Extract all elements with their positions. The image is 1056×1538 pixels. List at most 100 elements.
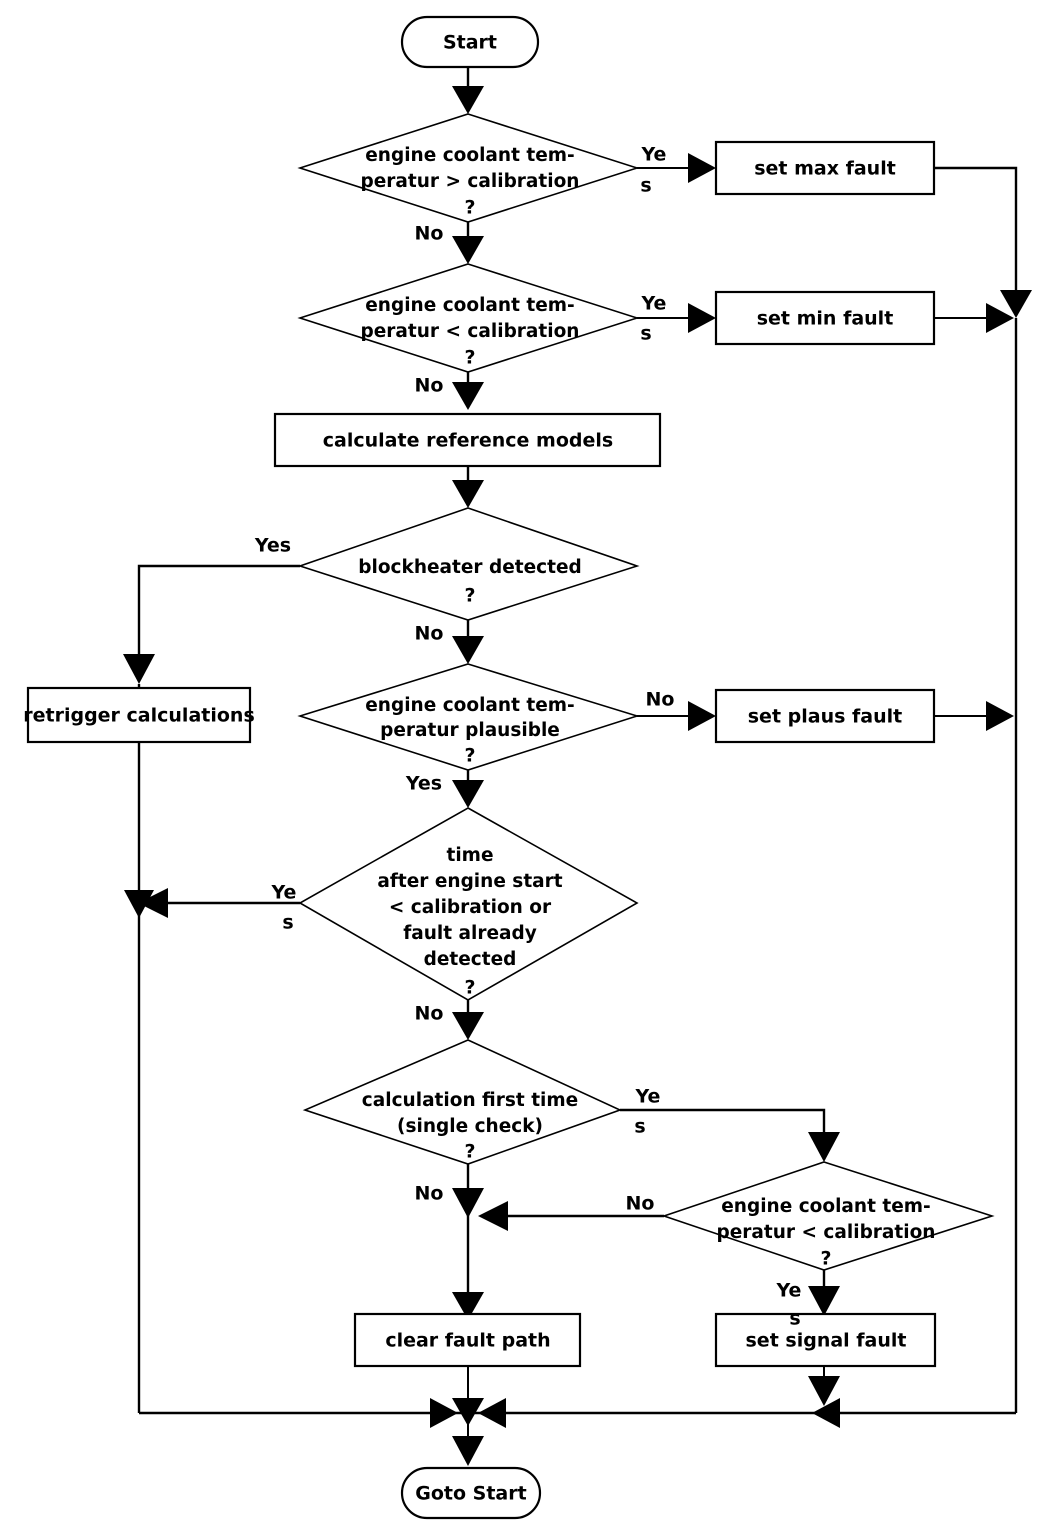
edge-dec-first-yes — [620, 1108, 840, 1162]
svg-text:Ye: Ye — [776, 1280, 802, 1302]
svg-text:No: No — [415, 223, 444, 245]
svg-text:Ye: Ye — [641, 144, 667, 166]
edge-dec-max-no — [452, 222, 484, 264]
node-set-plaus-fault[interactable]: set plaus fault — [714, 688, 936, 744]
edge-label-dec-min-yes: Ye s — [640, 293, 666, 345]
edge-label-dec-block-yes: Yes — [254, 535, 291, 557]
svg-text:Ye: Ye — [635, 1086, 661, 1108]
svg-text:s: s — [640, 175, 651, 197]
edge-dec-first-no — [452, 1164, 484, 1320]
svg-text:No: No — [415, 623, 444, 645]
edge-label-dec-cal2-no: No — [626, 1193, 655, 1215]
node-goto-start-label: Goto Start — [415, 1483, 526, 1505]
node-set-min-fault[interactable]: set min fault — [714, 290, 936, 346]
edge-label-dec-block-no: No — [415, 623, 444, 645]
edge-label-dec-first-no: No — [415, 1183, 444, 1205]
node-set-plaus-fault-label: set plaus fault — [748, 706, 903, 728]
svg-text:Yes: Yes — [405, 773, 442, 795]
node-start-label: Start — [443, 32, 497, 54]
svg-text:s: s — [640, 323, 651, 345]
svg-text:No: No — [415, 1003, 444, 1025]
edge-dec-cal2-no — [478, 1201, 664, 1231]
node-decision-min-temp-second-qmark: ? — [820, 1248, 831, 1270]
node-retrigger-calculations[interactable]: retrigger calculations — [23, 686, 255, 744]
node-decision-plausible-line2: peratur plausible — [380, 720, 560, 741]
svg-text:No: No — [626, 1193, 655, 1215]
node-start[interactable]: Start — [400, 15, 540, 69]
node-decision-first-time-qmark: ? — [464, 1141, 475, 1163]
node-set-signal-fault-label: set signal fault — [746, 1330, 907, 1352]
node-decision-time-line2: after engine start — [377, 871, 562, 892]
node-decision-time-line4: fault already — [403, 923, 537, 944]
node-retrigger-calculations-label: retrigger calculations — [23, 705, 255, 727]
svg-text:Yes: Yes — [254, 535, 291, 557]
edge-dec-max-yes — [637, 153, 716, 183]
edge-label-dec-cal2-yes: Ye s — [776, 1280, 802, 1330]
edge-dec-min-yes — [637, 303, 716, 333]
node-decision-time-after-start[interactable]: time after engine start < calibration or… — [298, 807, 639, 1001]
svg-text:No: No — [415, 375, 444, 397]
node-decision-min-temp-qmark: ? — [464, 347, 475, 369]
node-decision-first-time-line2: (single check) — [397, 1116, 543, 1137]
node-decision-max-temp-line2: peratur > calibration — [361, 171, 580, 192]
node-set-max-fault[interactable]: set max fault — [714, 140, 936, 196]
edge-merge-to-goto-start — [452, 1413, 484, 1466]
node-decision-max-temp-line1: engine coolant tem- — [365, 145, 574, 166]
node-calculate-reference-models[interactable]: calculate reference models — [273, 412, 662, 468]
node-decision-blockheater-line1: blockheater detected — [358, 557, 582, 578]
node-decision-min-temp-line1: engine coolant tem- — [365, 295, 574, 316]
edge-set-plaus-to-bus — [934, 701, 1014, 731]
edge-calc-ref-to-dec-block — [452, 466, 484, 508]
svg-text:No: No — [646, 689, 675, 711]
edge-label-dec-time-yes: Ye s — [271, 882, 297, 934]
svg-text:No: No — [415, 1183, 444, 1205]
node-decision-max-temp[interactable]: engine coolant tem- peratur > calibratio… — [297, 113, 640, 223]
node-decision-blockheater-qmark: ? — [464, 585, 475, 607]
node-set-min-fault-label: set min fault — [757, 308, 894, 330]
node-decision-first-time-line1: calculation first time — [362, 1090, 578, 1111]
edge-dec-time-no — [452, 1000, 484, 1040]
svg-text:Ye: Ye — [271, 882, 297, 904]
edge-bottom-merge-bar — [139, 1398, 1016, 1428]
edge-label-dec-min-no: No — [415, 375, 444, 397]
node-decision-min-temp-line2: peratur < calibration — [361, 321, 580, 342]
node-goto-start[interactable]: Goto Start — [400, 1466, 542, 1520]
node-decision-time-line1: time — [446, 845, 493, 866]
edge-dec-block-no — [452, 620, 484, 664]
node-decision-plausible-line1: engine coolant tem- — [365, 695, 574, 716]
edge-dec-block-yes — [123, 564, 300, 684]
node-decision-max-temp-qmark: ? — [464, 197, 475, 219]
node-decision-time-line3: < calibration or — [389, 897, 552, 918]
node-clear-fault-path[interactable]: clear fault path — [353, 1312, 582, 1368]
svg-text:s: s — [789, 1308, 800, 1330]
edge-label-dec-time-no: No — [415, 1003, 444, 1025]
edge-dec-cal2-yes — [808, 1270, 840, 1316]
node-decision-blockheater[interactable]: blockheater detected ? — [297, 507, 640, 621]
node-decision-first-time[interactable]: calculation first time (single check) ? — [302, 1039, 623, 1165]
node-decision-min-temp-second[interactable]: engine coolant tem- peratur < calibratio… — [661, 1161, 995, 1271]
node-decision-min-temp-second-line2: peratur < calibration — [717, 1222, 936, 1243]
edge-set-max-to-bus — [934, 166, 1032, 318]
edge-dec-plaus-no — [637, 701, 716, 731]
edge-set-signal-to-merge — [808, 1366, 840, 1428]
node-decision-time-line5: detected — [424, 949, 517, 970]
node-decision-time-qmark: ? — [464, 977, 475, 999]
node-calculate-reference-models-label: calculate reference models — [323, 430, 613, 452]
edge-label-dec-plaus-no: No — [646, 689, 675, 711]
edge-set-min-to-bus — [934, 303, 1014, 333]
edge-dec-min-no — [452, 372, 484, 410]
node-decision-min-temp[interactable]: engine coolant tem- peratur < calibratio… — [297, 263, 640, 373]
edge-label-dec-first-yes: Ye s — [634, 1086, 660, 1138]
node-set-max-fault-label: set max fault — [754, 158, 896, 180]
node-decision-plausible-qmark: ? — [464, 745, 475, 767]
edge-start-to-dec-max — [452, 67, 484, 114]
node-decision-min-temp-second-line1: engine coolant tem- — [721, 1196, 930, 1217]
edge-label-dec-max-yes: Ye s — [640, 144, 666, 197]
svg-text:Ye: Ye — [641, 293, 667, 315]
node-decision-plausible[interactable]: engine coolant tem- peratur plausible ? — [297, 663, 640, 771]
node-clear-fault-path-label: clear fault path — [385, 1330, 550, 1352]
svg-text:s: s — [282, 912, 293, 934]
node-set-signal-fault[interactable]: set signal fault — [714, 1312, 937, 1368]
